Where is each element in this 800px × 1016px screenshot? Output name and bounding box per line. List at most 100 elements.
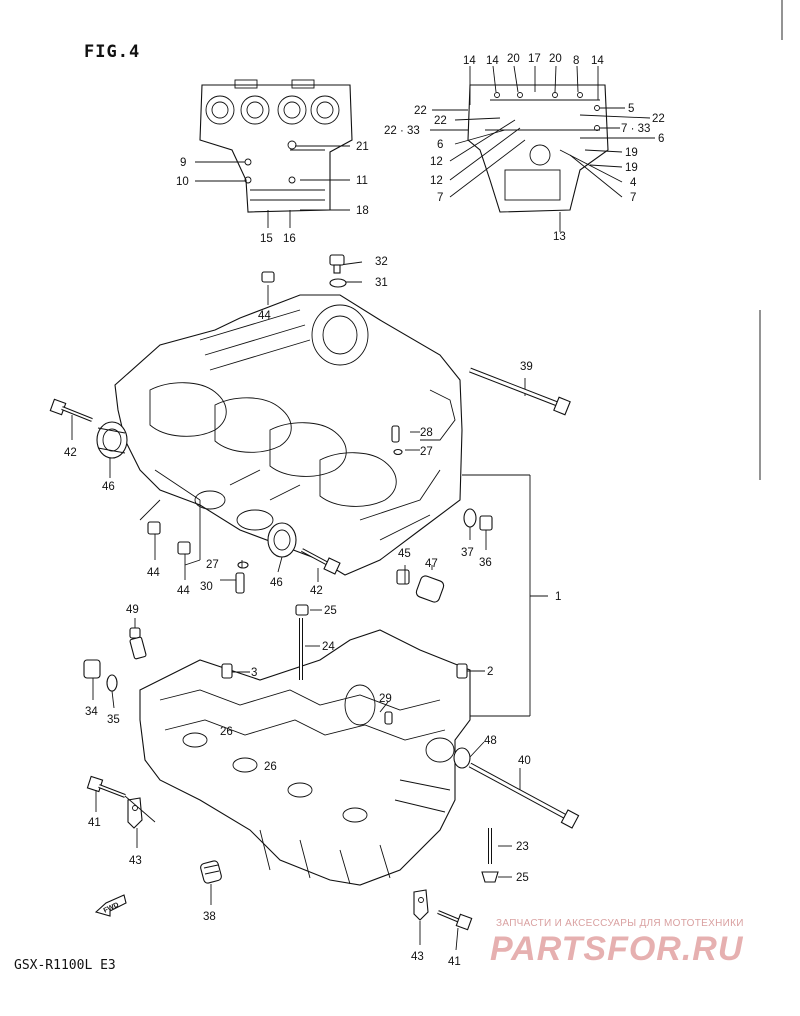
callout-2: 2 xyxy=(487,666,493,678)
part-39-bolt xyxy=(469,367,571,416)
part-42-bolt xyxy=(301,548,341,575)
callout-13: 13 xyxy=(553,231,566,243)
callout-43: 43 xyxy=(411,951,424,963)
callout-19: 19 xyxy=(625,162,638,174)
callout-46: 46 xyxy=(270,577,283,589)
callout-17: 17 xyxy=(528,53,541,65)
callout-45: 45 xyxy=(398,548,411,560)
part-44-bushing xyxy=(261,271,275,283)
callout-21: 21 xyxy=(356,141,369,153)
part-29-jet xyxy=(384,711,393,725)
callout-labels: 9 10 21 11 18 15 16 14 14 20 17 20 8 14 … xyxy=(64,53,665,968)
part-46-bearing xyxy=(96,421,128,459)
callout-14: 14 xyxy=(486,55,499,67)
callout-22: 22 xyxy=(414,105,427,117)
callout-19: 19 xyxy=(625,147,638,159)
callout-23: 23 xyxy=(516,841,529,853)
callout-7-33: 7 · 33 xyxy=(621,123,650,135)
callout-27: 27 xyxy=(206,559,219,571)
callout-22: 22 xyxy=(434,115,447,127)
callout-26: 26 xyxy=(264,761,277,773)
part-47-pipe xyxy=(415,575,445,603)
callout-46: 46 xyxy=(102,481,115,493)
part-3-dowel xyxy=(221,663,233,679)
part-48-washer xyxy=(453,747,471,769)
callout-22-33: 22 · 33 xyxy=(384,125,420,137)
callout-39: 39 xyxy=(520,361,533,373)
watermark-logo: PARTSFOR.RU xyxy=(490,930,744,968)
callout-30: 30 xyxy=(200,581,213,593)
callout-31: 31 xyxy=(375,277,388,289)
callout-42: 42 xyxy=(310,585,323,597)
callout-47: 47 xyxy=(425,558,438,570)
lower-crankcase xyxy=(139,629,471,886)
part-42-bolt xyxy=(49,398,93,422)
part-25-nut xyxy=(295,604,309,616)
figure-title: FIG.4 xyxy=(84,42,141,62)
model-code: GSX-R1100L E3 xyxy=(14,958,116,973)
callout-32: 32 xyxy=(375,256,388,268)
part-41-bolt xyxy=(86,775,126,798)
callout-5: 5 xyxy=(628,103,634,115)
part-31-washer xyxy=(329,278,347,288)
callout-11: 11 xyxy=(356,175,368,187)
callout-12: 12 xyxy=(430,175,443,187)
callout-40: 40 xyxy=(518,755,531,767)
callout-6: 6 xyxy=(658,133,664,145)
part-27-o-ring xyxy=(237,561,249,569)
part-43-clamp xyxy=(413,889,429,921)
callout-24: 24 xyxy=(322,641,335,653)
part-35-gasket xyxy=(106,674,118,692)
part-34-plug xyxy=(83,659,101,679)
part-30-jet xyxy=(235,572,245,594)
callout-10: 10 xyxy=(176,176,189,188)
callout-1: 1 xyxy=(555,591,561,603)
part-41-bolt xyxy=(437,910,473,931)
main-leaders xyxy=(71,415,521,951)
part-38-screen xyxy=(200,860,222,884)
callout-28: 28 xyxy=(420,427,433,439)
callout-26: 26 xyxy=(220,726,233,738)
callout-6: 6 xyxy=(437,139,443,151)
part-40-bolt xyxy=(468,762,580,829)
part-28-jet xyxy=(391,425,400,443)
callout-7: 7 xyxy=(437,192,443,204)
callout-3: 3 xyxy=(251,667,257,679)
callout-38: 38 xyxy=(203,911,216,923)
watermark-tagline: ЗАПЧАСТИ И АКСЕССУАРЫ ДЛЯ МОТОТЕХНИКИ xyxy=(496,918,744,929)
callout-44: 44 xyxy=(258,310,271,322)
part-36-plug xyxy=(479,515,493,531)
callout-29: 29 xyxy=(379,693,392,705)
top-right-leaders xyxy=(430,65,655,232)
callout-49: 49 xyxy=(126,604,139,616)
callout-44: 44 xyxy=(177,585,190,597)
callout-14: 14 xyxy=(463,55,476,67)
callout-4: 4 xyxy=(630,177,637,189)
callout-48: 48 xyxy=(484,735,497,747)
callout-16: 16 xyxy=(283,233,296,245)
top-left-leaders xyxy=(195,145,350,228)
lower-case-bottom-view xyxy=(467,84,609,213)
callout-34: 34 xyxy=(85,706,98,718)
part-44-bushing xyxy=(147,521,161,535)
callout-18: 18 xyxy=(356,205,369,217)
part-27-o-ring xyxy=(393,448,403,456)
callout-41: 41 xyxy=(88,817,101,829)
callout-37: 37 xyxy=(461,547,474,559)
part-32-plug xyxy=(329,254,345,274)
callout-14: 14 xyxy=(591,55,604,67)
callout-7: 7 xyxy=(630,192,636,204)
callout-20: 20 xyxy=(507,53,520,65)
part-25-nut xyxy=(481,871,499,883)
part-43-clamp xyxy=(127,797,143,829)
part-37-washer xyxy=(463,508,477,528)
callout-20: 20 xyxy=(549,53,562,65)
callout-22: 22 xyxy=(652,113,665,125)
part-2-dowel xyxy=(456,663,468,679)
callout-36: 36 xyxy=(479,557,492,569)
callout-9: 9 xyxy=(180,157,186,169)
callout-43: 43 xyxy=(129,855,142,867)
part-44-bushing xyxy=(177,541,191,555)
part-46-bearing xyxy=(267,522,297,558)
